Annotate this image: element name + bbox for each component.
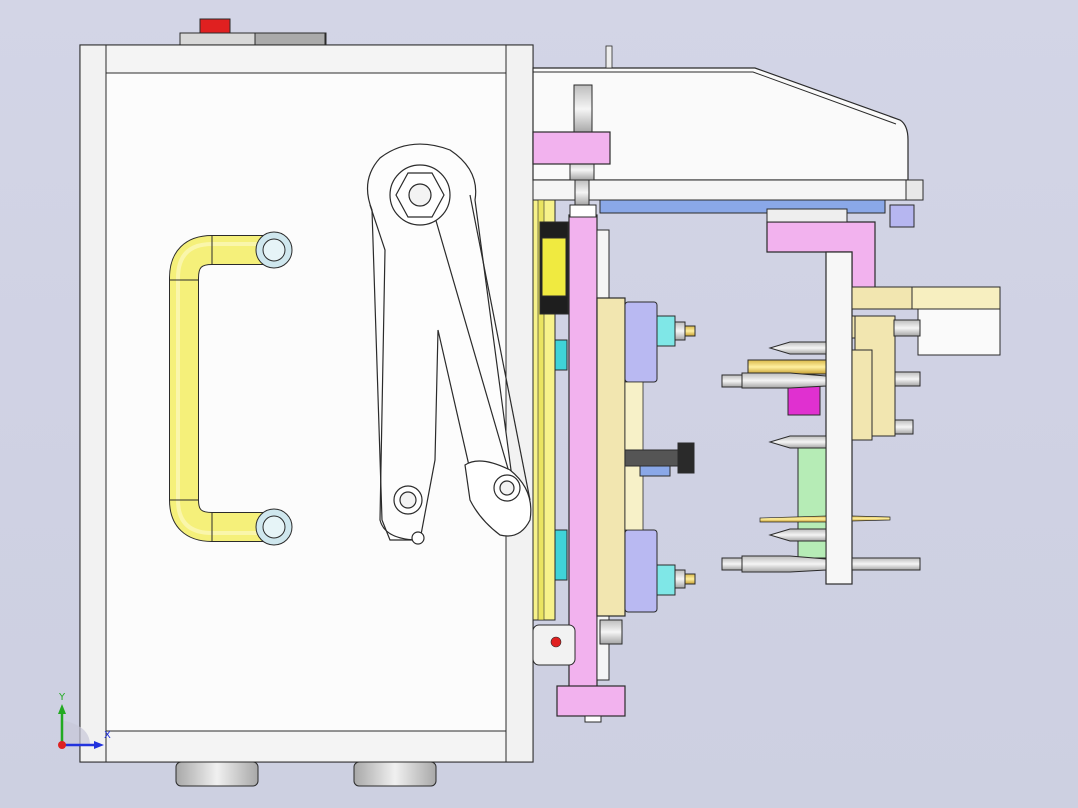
ejector-assembly	[766, 208, 1001, 585]
ejector-pins	[721, 341, 921, 573]
x-axis-label: X	[104, 730, 111, 741]
bottom-clip	[532, 619, 623, 666]
black-bolt	[624, 442, 695, 477]
origin-dot	[58, 741, 66, 749]
top-button-assembly	[179, 18, 327, 46]
pink-top-block	[532, 131, 611, 165]
top-cover	[532, 45, 924, 228]
red-button	[199, 18, 231, 34]
axis-triad[interactable]: Y X	[58, 692, 111, 749]
housing-feet	[175, 761, 437, 787]
side-strip	[532, 199, 569, 621]
top-screw	[569, 84, 595, 206]
toggle-linkage	[366, 143, 532, 545]
handle	[169, 231, 293, 546]
mold-plate	[596, 297, 696, 617]
y-axis-label: Y	[58, 692, 66, 703]
